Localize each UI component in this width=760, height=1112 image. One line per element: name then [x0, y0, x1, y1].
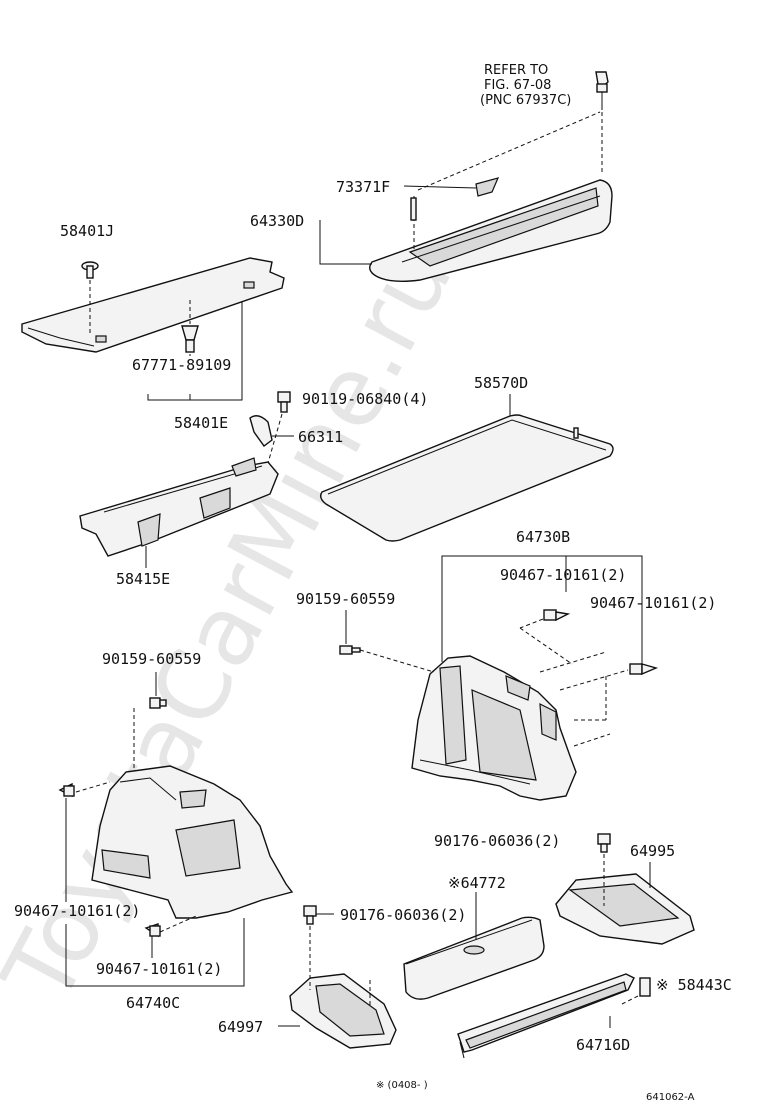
part-label-64995: 64995	[630, 842, 675, 860]
clip-90467-10161-right-a	[543, 609, 571, 622]
clip-67771-89109	[181, 325, 199, 353]
part-label-90159-60559-left: 90159-60559	[102, 650, 201, 668]
side-trim-left-64740C	[91, 765, 294, 919]
trunk-front-panel-58401J	[21, 257, 285, 353]
part-label-90467-10161-l1: 90467-10161(2)	[14, 902, 140, 920]
part-label-64730B: 64730B	[516, 528, 570, 546]
part-label-66311: 66311	[298, 428, 343, 446]
part-label-73371F: 73371F	[336, 178, 390, 196]
bracket-66311	[249, 415, 273, 447]
part-label-90467-10161-r2: 90467-10161(2)	[590, 594, 716, 612]
trunk-trim-panel-58415E	[79, 457, 279, 557]
clip-90467-10161-right-b	[629, 663, 659, 676]
part-label-90176-06036-right: 90176-06036(2)	[434, 832, 560, 850]
part-label-58401J: 58401J	[60, 222, 114, 240]
trunk-tray-64995	[555, 873, 695, 945]
bolt-90159-60559-left	[149, 697, 167, 709]
part-label-90159-60559-right: 90159-60559	[296, 590, 395, 608]
part-label-64716D: 64716D	[576, 1036, 630, 1054]
part-label-90467-10161-r1: 90467-10161(2)	[500, 566, 626, 584]
clip-90176-06036-right	[597, 833, 611, 853]
package-tray-trim-64330D	[369, 177, 613, 283]
clip-90467-10161-left-b	[144, 923, 161, 938]
clip-58443C	[639, 977, 651, 997]
part-label-58401E: 58401E	[174, 414, 228, 432]
part-label-58570D: 58570D	[474, 374, 528, 392]
refer-pnc-label: (PNC 67937C)	[480, 93, 571, 108]
part-label-90176-06036-left: 90176-06036(2)	[340, 906, 466, 924]
clip-90467-10161-left-a	[58, 782, 75, 798]
part-label-90119-06840: 90119-06840(4)	[302, 390, 428, 408]
part-label-58415E: 58415E	[116, 570, 170, 588]
part-label-67771-89109: 67771-89109	[132, 356, 231, 374]
trunk-tray-64997	[289, 973, 397, 1049]
part-label-58443C: ※ 58443C	[656, 976, 732, 994]
clip-58401J	[81, 261, 99, 279]
side-trim-right-64730B	[411, 655, 577, 801]
refer-fig-label: FIG. 67-08	[484, 78, 551, 93]
bolt-90159-60559-right	[339, 645, 361, 655]
part-label-90467-10161-l2: 90467-10161(2)	[96, 960, 222, 978]
clip-90176-06036-left	[303, 905, 317, 925]
part-label-64997: 64997	[218, 1018, 263, 1036]
trunk-box-64772	[403, 916, 545, 1000]
figure-code: 641062-A	[646, 1092, 695, 1103]
bolt-90119-06840	[277, 391, 291, 413]
part-label-64740C: 64740C	[126, 994, 180, 1012]
scuff-plate-64716D	[457, 973, 635, 1059]
part-label-64772: ※64772	[448, 874, 506, 892]
part-label-64330D: 64330D	[250, 212, 304, 230]
footnote: ※ (0408- )	[376, 1080, 428, 1091]
clip-67937C	[595, 71, 609, 110]
refer-to-label: REFER TO	[484, 63, 548, 78]
trunk-floor-mat-58570D	[319, 414, 614, 542]
